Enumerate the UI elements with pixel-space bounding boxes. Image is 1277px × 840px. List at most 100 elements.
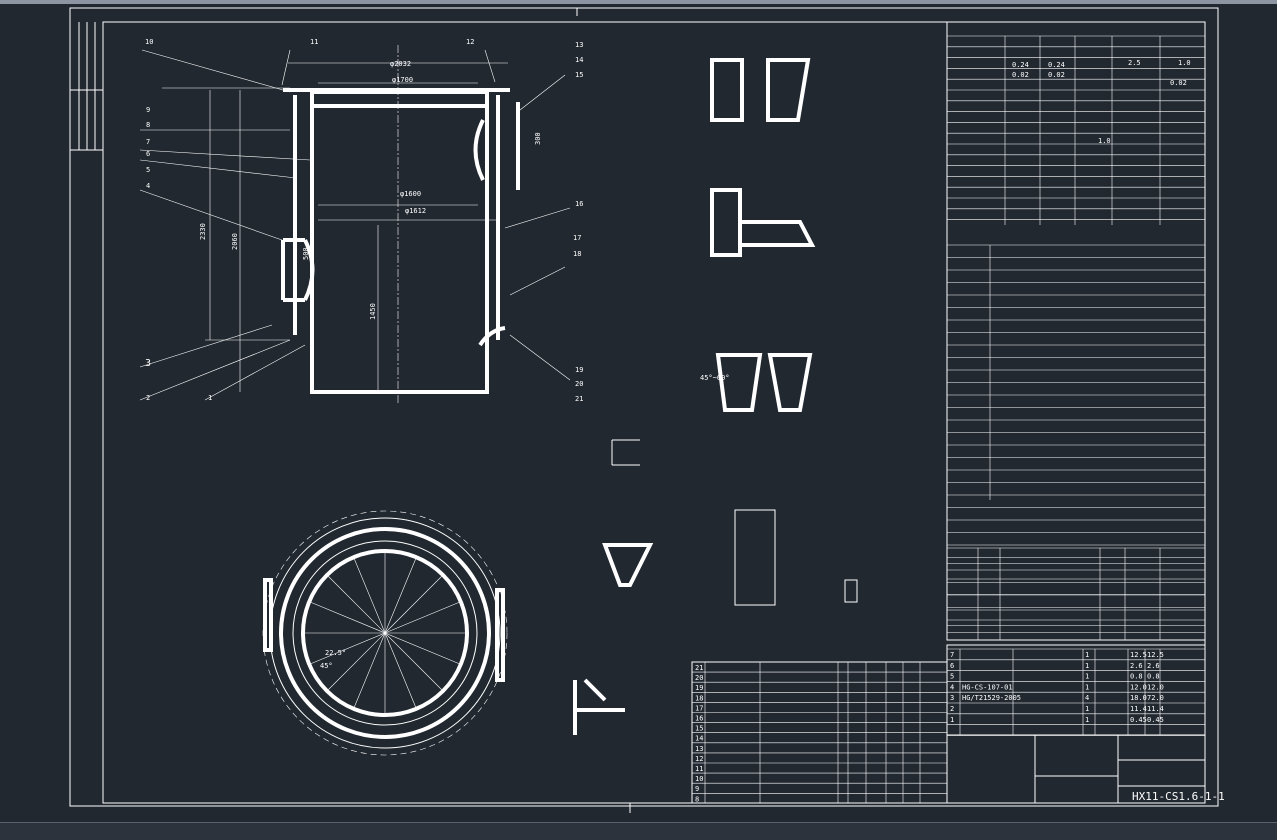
bottom-right-nozzle	[478, 326, 506, 347]
detail-gusset	[602, 543, 654, 587]
part-label: 6	[146, 150, 150, 158]
dimension-text: φ1612	[405, 207, 426, 215]
bom-mass2: 2.6	[1147, 662, 1160, 670]
radial-line	[384, 557, 417, 634]
parts-list-number: 18	[695, 694, 703, 702]
radial-line	[326, 632, 386, 692]
part-label: 1	[208, 394, 212, 402]
part-label: 13	[575, 41, 583, 49]
part-label: 19	[575, 366, 583, 374]
detail-views[interactable]: 45°~60°	[573, 58, 858, 735]
bom-mass2: 72.0	[1147, 694, 1164, 702]
part-label: 21	[575, 395, 583, 403]
detail-c	[710, 58, 811, 122]
outer-frame	[69, 7, 1219, 807]
bom-no: 1	[950, 716, 954, 724]
bom-no: 7	[950, 651, 954, 659]
radial-line	[384, 601, 461, 634]
detail-weld-2	[573, 678, 625, 735]
plan-nozzle-right	[495, 588, 505, 682]
radial-line	[309, 601, 386, 634]
main-elevation-view[interactable]: 10 11 12 13 14 15 9 8 7 6 5 4 3 2 1 16 1…	[139, 38, 583, 405]
bom-qty: 1	[1085, 716, 1089, 724]
dimension-text: 2060	[231, 233, 239, 250]
dimension-text: φ2032	[390, 60, 411, 68]
bom-qty: 1	[1085, 683, 1089, 691]
bom-mass1: 0.45	[1130, 716, 1147, 724]
bom-no: 2	[950, 705, 954, 713]
parts-list-number: 8	[695, 795, 699, 803]
bom-mass2: 11.4	[1147, 705, 1164, 713]
left-manhole-nozzle	[281, 238, 315, 302]
spec-value: 0.02	[1012, 71, 1029, 79]
part-label: 17	[573, 234, 581, 242]
part-label: 4	[146, 182, 150, 190]
part-label: 12	[466, 38, 474, 46]
bom-mass2: 0.45	[1147, 716, 1164, 724]
bom-qty: 1	[1085, 662, 1089, 670]
parts-list-number: 10	[695, 775, 703, 783]
bom-no: 3	[950, 694, 954, 702]
bom-mass1: 12.5	[1130, 651, 1147, 659]
detail-a	[715, 353, 813, 412]
leader-lines	[139, 49, 571, 401]
parts-list-number: 15	[695, 725, 703, 733]
dimension-text: φ1600	[400, 190, 421, 198]
part-label: 3	[145, 358, 151, 369]
parts-list-number: 16	[695, 715, 703, 723]
part-label: 14	[575, 56, 583, 64]
detail-b	[710, 188, 816, 257]
bom-mass1: 2.6	[1130, 662, 1143, 670]
bom-no: 5	[950, 673, 954, 681]
part-label: 18	[573, 250, 581, 258]
bom-qty: 1	[1085, 673, 1089, 681]
radial-line	[384, 632, 417, 709]
left-revision-strip	[70, 22, 103, 151]
right-manhole-nozzle	[473, 102, 520, 190]
dimension-text: 45°	[320, 662, 333, 670]
spec-value: 1.0	[1098, 137, 1111, 145]
jacket-circle	[279, 527, 491, 739]
part-label: 16	[575, 200, 583, 208]
part-label: 7	[146, 138, 150, 146]
radial-line	[353, 557, 386, 634]
bom-qty: 1	[1085, 705, 1089, 713]
dimension-text: φ1700	[392, 76, 413, 84]
bom-qty: 4	[1085, 694, 1089, 702]
detail-lug-plate	[734, 509, 776, 606]
parts-list-number: 12	[695, 755, 703, 763]
part-label: 5	[146, 166, 150, 174]
dimension-text: 300	[534, 132, 542, 145]
bom-mass1: 12.0	[1130, 683, 1147, 691]
bom-mass1: 11.4	[1130, 705, 1147, 713]
parts-list-number: 20	[695, 674, 703, 682]
bom-no: 4	[950, 683, 954, 691]
plan-view[interactable]: 22.5° 45°	[262, 510, 508, 756]
parts-list-number: 11	[695, 765, 703, 773]
status-bar	[0, 822, 1277, 840]
plan-radial-lines	[303, 551, 467, 715]
part-label: 10	[145, 38, 153, 46]
part-label: 15	[575, 71, 583, 79]
radial-line	[353, 632, 386, 709]
spec-value: 0.24	[1012, 61, 1029, 69]
parts-list-number: 14	[695, 735, 703, 743]
detail-small-plate	[844, 579, 858, 603]
part-label: 2	[146, 394, 150, 402]
plan-nozzle-left	[263, 578, 273, 652]
spec-value: 0.02	[1048, 71, 1065, 79]
spec-value: 0.24	[1048, 61, 1065, 69]
title-block: HX11-CS1.6-1-1	[947, 734, 1225, 803]
part-label: 9	[146, 106, 150, 114]
vessel-shell	[310, 90, 489, 394]
spec-value: 0.02	[1170, 79, 1187, 87]
radial-line	[384, 632, 444, 692]
dimension-text: 2330	[199, 223, 207, 240]
radial-line	[309, 632, 386, 665]
bom-std: HG/T21529-2005	[962, 694, 1021, 702]
radial-line	[326, 574, 386, 634]
parts-list-number: 17	[695, 704, 703, 712]
dimension-text: 500	[302, 247, 310, 260]
